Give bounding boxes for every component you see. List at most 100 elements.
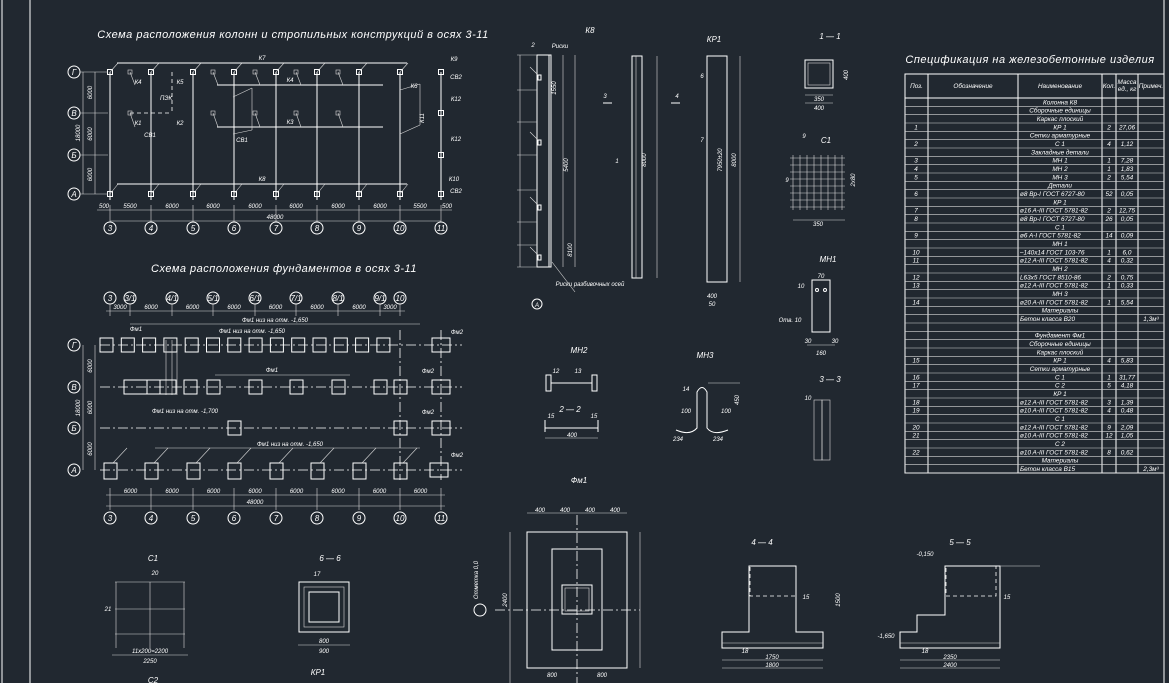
- leader: [529, 196, 539, 206]
- callout: 12: [553, 369, 560, 375]
- column-side: [631, 55, 643, 279]
- foundation-footing: [355, 337, 370, 353]
- dim-text: 6000: [373, 489, 387, 495]
- callout: 2: [530, 43, 535, 49]
- dim-text: 50: [709, 302, 716, 308]
- foundation-footing: [142, 337, 157, 353]
- table-cell-qty: 2: [1106, 174, 1111, 181]
- leader: [529, 131, 539, 141]
- foundation-footing: [312, 337, 327, 353]
- axis-label: 8: [315, 514, 320, 523]
- axis-label: 5: [191, 514, 196, 523]
- dim-text: 6000: [352, 305, 366, 311]
- section-title: 1 — 1: [819, 32, 840, 41]
- embed-plate: [537, 204, 542, 211]
- reinforcement: [945, 565, 997, 597]
- dim-text: 400: [707, 294, 718, 300]
- dim-text: 1550: [552, 81, 558, 95]
- table-cell-pos: 18: [912, 399, 920, 406]
- table-header-cell: Обозначение: [953, 83, 992, 90]
- section-outline: [899, 565, 1001, 649]
- table-cell-name: ø8 Вр-I ГОСТ 6727-80: [1020, 191, 1085, 198]
- foundation-footing: [206, 379, 221, 395]
- leader: [109, 183, 119, 195]
- table-cell-name: Бетон класса В15: [1020, 466, 1075, 473]
- foundation-footing: [269, 462, 284, 480]
- axis-bubble: [531, 298, 543, 310]
- dim-text: 400: [844, 69, 850, 80]
- callout: 4: [675, 94, 679, 100]
- hole: [815, 288, 819, 292]
- table-cell-mass: 0,32: [1121, 258, 1134, 265]
- element-mark: ПЭК: [160, 96, 173, 102]
- table-cell-mass: 7,28: [1121, 158, 1134, 165]
- dim-text: 5500: [123, 204, 137, 210]
- frame-kp1: [706, 55, 728, 283]
- c1-bottom-title: С1: [148, 554, 158, 563]
- callout: 6: [700, 74, 704, 80]
- axis-bubble: [103, 511, 117, 525]
- bracket: [210, 110, 216, 116]
- axis-label: А: [534, 303, 539, 309]
- table-cell-name: ø10 A-III ГОСТ 5781-82: [1020, 433, 1088, 440]
- leader: [358, 183, 368, 195]
- table-cell-note: 2,3м³: [1142, 466, 1159, 473]
- table-cell-qty: 4: [1107, 358, 1111, 365]
- axis-bubble: [144, 511, 158, 525]
- table-cell-section: Детали: [1047, 183, 1072, 190]
- table-cell-mass: 27,06: [1118, 124, 1135, 131]
- dim-text: -0,150: [916, 552, 934, 558]
- table-cell-pos: 10: [912, 249, 920, 256]
- column-square: [438, 191, 444, 197]
- angle: [545, 374, 552, 392]
- table-cell-name: МН 1: [1052, 158, 1068, 165]
- table-cell-section: МН 1: [1052, 241, 1068, 248]
- foundation-footing: [183, 379, 198, 395]
- table-cell-pos: 11: [913, 258, 920, 265]
- fm1-title: Фм1: [571, 476, 587, 485]
- dim-text: 48000: [267, 215, 284, 221]
- foundation-note: Фм2: [422, 410, 435, 416]
- table-cell-pos: 4: [914, 166, 918, 173]
- callout: 1: [615, 159, 618, 165]
- dim-text: 800: [319, 639, 330, 645]
- column-square: [231, 69, 237, 75]
- leader: [316, 62, 326, 73]
- foundation-note: Фм2: [451, 453, 464, 459]
- callout: 18: [922, 649, 929, 655]
- table-cell-pos: 12: [912, 274, 920, 281]
- bracket: [293, 69, 299, 75]
- foundation-footing: [206, 337, 220, 353]
- plate: [811, 279, 831, 333]
- table-cell-name: КР 1: [1053, 124, 1067, 131]
- leader: [316, 183, 326, 195]
- dim-text: 6000: [331, 204, 345, 210]
- element-mark: К4: [287, 78, 295, 84]
- leader: [236, 447, 252, 464]
- foundation-footing: [352, 462, 367, 480]
- dim-text: 2350: [942, 655, 957, 661]
- table-cell-qty: 4: [1107, 408, 1111, 415]
- foundation-footing: [393, 462, 408, 480]
- leader: [109, 62, 119, 73]
- section-title: 4 — 4: [751, 538, 773, 547]
- dim-text: 6000: [165, 204, 179, 210]
- dim-text: 15: [548, 414, 555, 420]
- axis-label: 10: [396, 294, 405, 303]
- kp1-bottom-title: КР1: [311, 668, 326, 677]
- table-cell-pos: 3: [914, 158, 918, 165]
- dim-text: 3000: [113, 305, 127, 311]
- dim-text: 6000: [310, 305, 324, 311]
- leader: [233, 183, 243, 195]
- table-cell-pos: 22: [911, 449, 920, 456]
- dim-text: 6000: [124, 489, 138, 495]
- axis-label: 9: [357, 224, 362, 233]
- table-cell-pos: 19: [912, 408, 920, 415]
- table-cell-qty: 14: [1105, 233, 1113, 240]
- foundation-note: Фм1 низ на отм. -1,650: [219, 329, 286, 335]
- kp1-title: КР1: [707, 35, 722, 44]
- table-cell-pos: 2: [913, 141, 918, 148]
